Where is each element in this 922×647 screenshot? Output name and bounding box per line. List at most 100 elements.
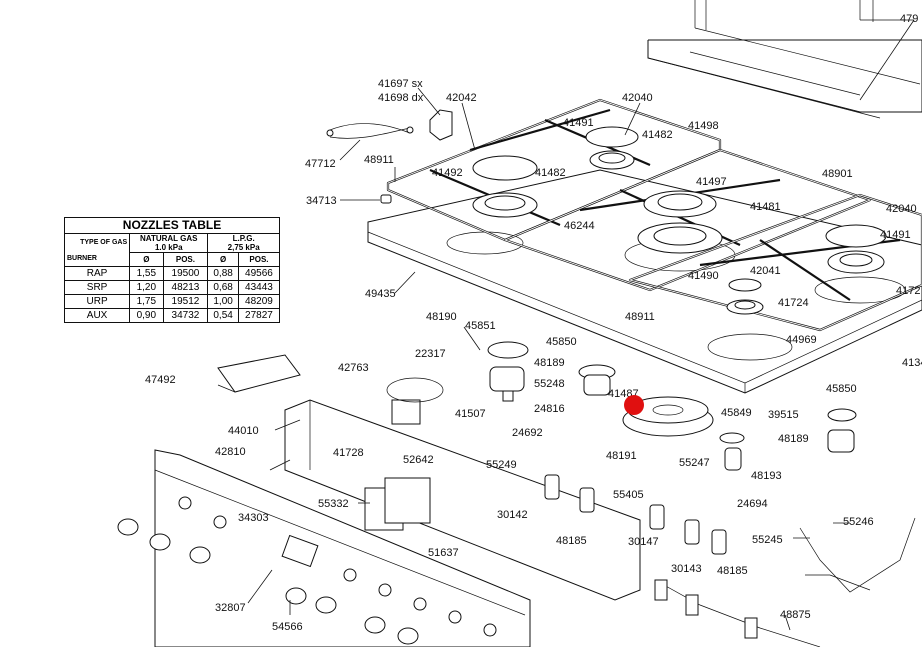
rail-44010 <box>284 399 641 601</box>
lpg-diameter-cell: 0,68 <box>207 280 239 295</box>
lpg-diameter-cell: 1,00 <box>207 294 239 309</box>
part-label: 41507 <box>455 408 486 420</box>
part-label: 34303 <box>238 512 269 524</box>
part-label: 41724 <box>778 297 809 309</box>
part-label: 41482 <box>642 129 673 141</box>
ng-diameter-cell: 0,90 <box>129 308 164 323</box>
part-label: 45850 <box>826 383 857 395</box>
lpg-pos-cell: 43443 <box>237 280 281 295</box>
burner-header: BURNER <box>63 252 131 267</box>
gas-pipes-55246 <box>799 517 916 593</box>
valve-left-group <box>487 341 616 402</box>
control-panel-front <box>154 449 531 647</box>
part-label: 55249 <box>486 459 517 471</box>
part-label: 41697 sx <box>378 78 423 90</box>
gas-header-natural: NATURAL GAS 1.0 kPa <box>129 233 209 253</box>
table-row: URP 1,75 19512 1,00 48209 <box>63 294 281 309</box>
valves-bank <box>544 474 727 555</box>
lpg-diameter-cell: 0,88 <box>207 266 239 281</box>
lpg-pos-cell: 49566 <box>237 266 281 281</box>
back-panel <box>647 0 922 119</box>
part-label: 45851 <box>465 320 496 332</box>
part-label: 41492 <box>432 167 463 179</box>
ng-diameter-cell: 1,75 <box>129 294 164 309</box>
ng-pos-cell: 48213 <box>162 280 209 295</box>
hob-tray <box>367 169 922 394</box>
burner-cell: RAP <box>63 266 131 281</box>
part-label: 48193 <box>751 470 782 482</box>
part-label: 45850 <box>546 336 577 348</box>
lpg-pos-cell: 48209 <box>237 294 281 309</box>
ng-pos-cell: 19512 <box>162 294 209 309</box>
part-label: 24694 <box>737 498 768 510</box>
part-label: 4172 <box>896 285 920 297</box>
part-number-labels: 479 41697 sx 41698 dx 42042 42040 47712 … <box>145 13 922 633</box>
ignition-module-42763 <box>386 377 444 425</box>
part-label: 48185 <box>556 535 587 547</box>
table-row: RAP 1,55 19500 0,88 49566 <box>63 266 281 281</box>
part-label: 44010 <box>228 425 259 437</box>
part-label: 51637 <box>428 547 459 559</box>
burner-cell: SRP <box>63 280 131 295</box>
burner-rapid-left <box>472 155 538 218</box>
part-label: 41698 dx <box>378 92 424 104</box>
part-label: 55405 <box>613 489 644 501</box>
part-label: 22317 <box>415 348 446 360</box>
burner-triple-ring <box>637 190 723 254</box>
nozzles-table: NOZZLES TABLE TYPE OF GAS NATURAL GAS 1.… <box>63 217 281 323</box>
wiring-48875 <box>654 579 821 647</box>
ng-pos-cell: 19500 <box>162 266 209 281</box>
foot-34713 <box>380 194 392 204</box>
part-label: 47712 <box>305 158 336 170</box>
burner-cell: URP <box>63 294 131 309</box>
ng-diameter-cell: 1,55 <box>129 266 164 281</box>
part-label: 42040 <box>622 92 653 104</box>
part-label: 32807 <box>215 602 246 614</box>
part-label: 49435 <box>365 288 396 300</box>
part-label: 55332 <box>318 498 349 510</box>
part-label: 55246 <box>843 516 874 528</box>
part-label: 42042 <box>446 92 477 104</box>
part-label: 55245 <box>752 534 783 546</box>
part-label: 48911 <box>625 311 655 323</box>
part-label: 42763 <box>338 362 369 374</box>
highlight-marker[interactable] <box>624 395 644 415</box>
part-label: 54566 <box>272 621 303 633</box>
column-header: Ø <box>129 252 164 267</box>
lpg-pos-cell: 27827 <box>237 308 281 323</box>
column-header: POS. <box>237 252 281 267</box>
gas-header-lpg: L.P.G. 2,75 kPa <box>207 233 280 253</box>
burner-cup-41487 <box>622 396 714 437</box>
burner-semirapid-rear <box>585 126 639 170</box>
type-of-gas-header: TYPE OF GAS <box>63 233 131 253</box>
part-label: 42040 <box>886 203 917 215</box>
part-label: 24816 <box>534 403 565 415</box>
part-label: 46244 <box>564 220 595 232</box>
part-label: 48189 <box>534 357 565 369</box>
part-label: 30143 <box>671 563 702 575</box>
part-label: 44969 <box>786 334 817 346</box>
terminal-block-47492 <box>217 354 301 393</box>
part-label: 41490 <box>688 270 719 282</box>
part-label: 48875 <box>780 609 811 621</box>
part-label: 41482 <box>535 167 566 179</box>
part-label: 41491 <box>880 229 911 241</box>
knobs-front <box>117 518 419 645</box>
part-label: 41491 <box>563 117 594 129</box>
part-label: 30147 <box>628 536 659 548</box>
table-row: AUX 0,90 34732 0,54 27827 <box>63 308 281 323</box>
part-label: 48901 <box>822 168 853 180</box>
valve-right-group <box>719 408 857 471</box>
ng-diameter-cell: 1,20 <box>129 280 164 295</box>
part-label: 42041 <box>750 265 781 277</box>
part-label: 48189 <box>778 433 809 445</box>
part-label: 42810 <box>215 446 246 458</box>
part-label: 47492 <box>145 374 176 386</box>
part-label: 24692 <box>512 427 543 439</box>
column-header: Ø <box>207 252 239 267</box>
part-label: 55248 <box>534 378 565 390</box>
burner-aux-front <box>726 278 764 315</box>
burner-right-rear <box>825 224 887 274</box>
clips-47712 <box>326 123 414 139</box>
